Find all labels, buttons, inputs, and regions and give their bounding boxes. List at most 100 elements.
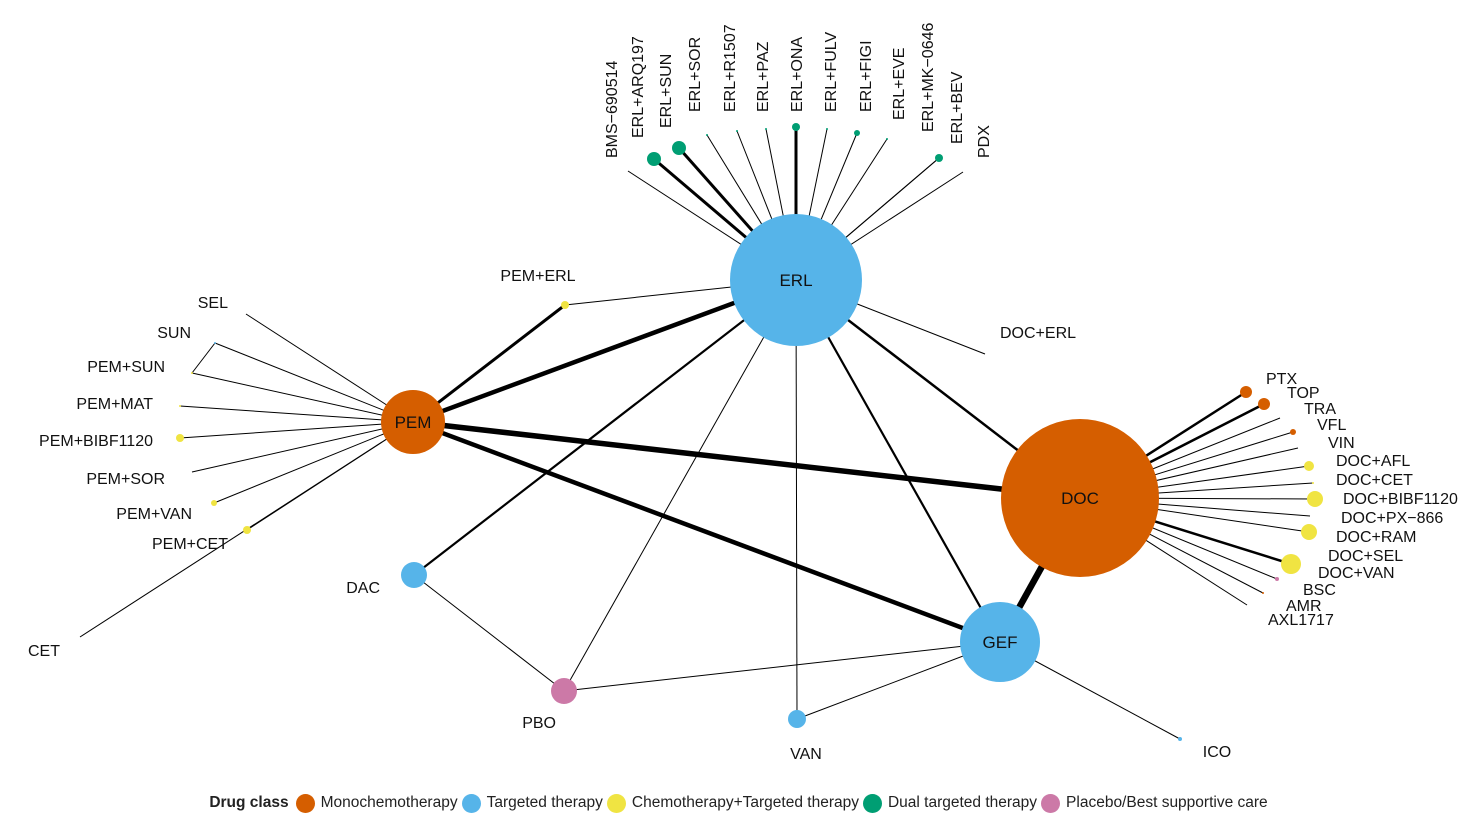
node-gef [960, 602, 1040, 682]
node-doc-afl [1304, 461, 1314, 471]
node-label-erl-fulv: ERL+FULV [823, 31, 840, 112]
legend-title: Drug class [209, 794, 289, 811]
node-label-doc-ram: DOC+RAM [1336, 529, 1416, 546]
node-label-erl-figi: ERL+FIGI [858, 40, 875, 112]
node-label-erl-arq197: ERL+ARQ197 [630, 36, 647, 138]
node-label-erl-eve: ERL+EVE [891, 48, 908, 120]
edge-sun-pem-sun [191, 342, 216, 374]
node-label-erl-paz: ERL+PAZ [755, 41, 772, 112]
legend-swatch-targeted-therapy [461, 793, 481, 813]
node-erl-figi [854, 130, 860, 136]
edge-pem-doc [412, 419, 1081, 501]
node-van [788, 710, 806, 728]
legend-item-dual-targeted-therapy: Dual targeted therapy [862, 793, 1038, 813]
node-label-doc-bibf1120: DOC+BIBF1120 [1343, 491, 1458, 508]
node-erl-mk-0646 [935, 154, 943, 162]
node-label-erl-bev: ERL+BEV [949, 71, 966, 144]
edge-pem-pem-van [213, 421, 414, 504]
legend-label-monochemotherapy: Monochemotherapy [320, 794, 458, 811]
node-label-ico: ICO [1203, 744, 1231, 761]
node-label-tra: TRA [1304, 401, 1336, 418]
legend: Drug class Monochemotherapy Targeted the… [0, 790, 1481, 816]
node-pem-bibf1120 [176, 434, 184, 442]
edge-pem-sel [245, 313, 414, 423]
node-label-doc-afl: DOC+AFL [1336, 453, 1410, 470]
node-amr [1262, 592, 1264, 594]
node-label-bms-690514: BMS−690514 [604, 60, 621, 158]
node-label-pbo: PBO [522, 715, 556, 732]
node-label-vin: VIN [1328, 435, 1355, 452]
legend-label-dual-targeted-therapy: Dual targeted therapy [887, 794, 1038, 811]
network-edges [79, 127, 1316, 740]
edge-pem-sun [214, 342, 414, 423]
legend-label-chemo-targeted-therapy: Chemotherapy+Targeted therapy [631, 794, 859, 811]
node-label-cet: CET [28, 643, 60, 660]
node-label-doc-sel: DOC+SEL [1328, 548, 1403, 565]
node-label-vfl: VFL [1317, 417, 1346, 434]
edge-dac-pbo [413, 574, 565, 692]
edge-erl-gef [795, 279, 1001, 643]
node-label-pem-sor: PEM+SOR [86, 471, 165, 488]
legend-item-placebo-bsc: Placebo/Best supportive care [1041, 793, 1268, 813]
node-label-pem-bibf1120: PEM+BIBF1120 [39, 433, 153, 450]
node-erl-arq197 [647, 152, 661, 166]
node-label-erl-sor: ERL+SOR [687, 37, 704, 112]
node-label-pem-cet: PEM+CET [152, 536, 228, 553]
legend-swatch-dual-targeted-therapy [862, 793, 882, 813]
node-label-pem: PEM [395, 413, 432, 432]
node-erl-eve [886, 138, 888, 140]
node-ico [1178, 737, 1182, 741]
node-label-erl-r1507: ERL+R1507 [722, 24, 739, 112]
node-sun [214, 342, 216, 344]
node-pem [381, 390, 445, 454]
node-pem-erl [561, 301, 569, 309]
edge-pem-pem-bibf1120 [179, 421, 414, 439]
node-label-bsc: BSC [1303, 582, 1336, 599]
legend-item-targeted-therapy: Targeted therapy [461, 793, 603, 813]
node-label-erl: ERL [779, 271, 812, 290]
node-label-doc: DOC [1061, 489, 1099, 508]
node-erl-sun [672, 141, 686, 155]
node-label-axl1717: AXL1717 [1268, 612, 1334, 629]
legend-swatch-placebo-bsc [1041, 793, 1061, 813]
node-doc-sel [1281, 554, 1301, 574]
node-label-pem-van: PEM+VAN [116, 506, 192, 523]
node-label-doc-px-866: DOC+PX−866 [1341, 510, 1443, 527]
node-label-ptx: PTX [1266, 371, 1297, 388]
node-pem-van [211, 500, 217, 506]
node-label-erl-sun: ERL+SUN [658, 54, 675, 128]
edge-pem-gef [412, 419, 1001, 645]
node-label-van: VAN [790, 746, 822, 763]
edge-pem-erl [412, 277, 797, 425]
edge-erl-pbo [563, 279, 797, 692]
network-nodes [176, 123, 1323, 741]
node-label-amr: AMR [1286, 598, 1322, 615]
node-label-sel: SEL [198, 295, 228, 312]
node-erl [730, 214, 862, 346]
node-vfl [1290, 429, 1296, 435]
node-erl-ona [792, 123, 800, 131]
node-doc-bibf1120 [1307, 491, 1323, 507]
node-pem-sun [191, 372, 193, 374]
legend-swatch-monochemotherapy [295, 793, 315, 813]
node-label-dac: DAC [346, 580, 380, 597]
node-top [1258, 398, 1270, 410]
edge-pem-pem-sun [191, 372, 414, 423]
legend-item-monochemotherapy: Monochemotherapy [295, 793, 458, 813]
node-doc-ram [1301, 524, 1317, 540]
legend-swatch-chemo-targeted-therapy [606, 793, 626, 813]
node-pem-mat [179, 405, 181, 407]
node-label-doc-erl: DOC+ERL [1000, 325, 1076, 342]
node-label-erl-mk-0646: ERL+MK−0646 [920, 22, 937, 132]
node-label-pem-sun: PEM+SUN [87, 359, 165, 376]
node-label-pdx: PDX [976, 125, 993, 158]
node-label-pem-mat: PEM+MAT [76, 396, 153, 413]
node-label-sun: SUN [157, 325, 191, 342]
legend-label-placebo-bsc: Placebo/Best supportive care [1066, 794, 1268, 811]
node-bsc [1275, 577, 1279, 581]
node-erl-fulv [826, 128, 828, 130]
node-ptx [1240, 386, 1252, 398]
edge-erl-van [795, 279, 798, 720]
